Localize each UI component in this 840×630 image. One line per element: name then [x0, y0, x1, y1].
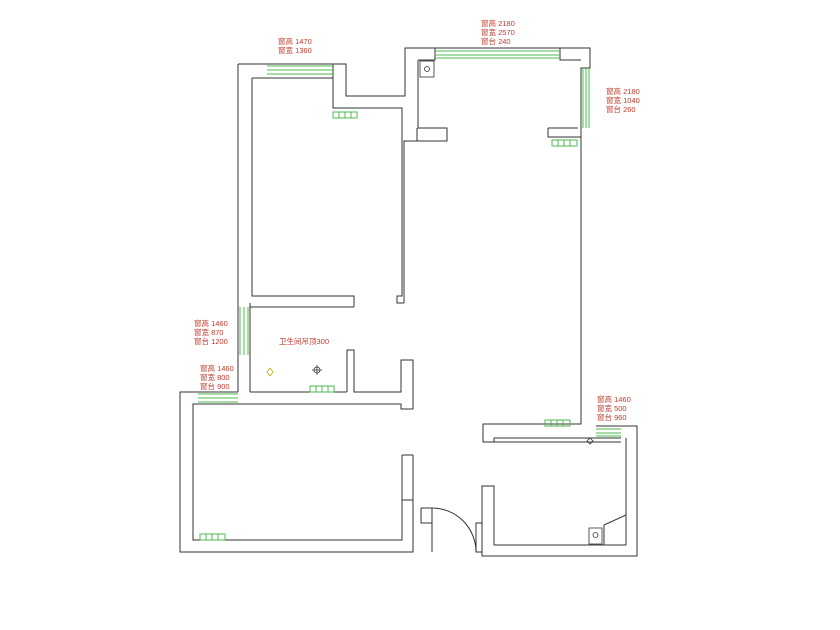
- annotation-line: 窗台 960: [597, 412, 627, 422]
- annotation-line: 窗台 240: [481, 36, 511, 46]
- annotation-line: 窗高 2180: [606, 86, 640, 96]
- annotation-line: 窗高 1460: [597, 394, 631, 404]
- window-mid-left: [239, 307, 249, 355]
- window-lower-right: [596, 428, 621, 437]
- lower-right-room-walls: [481, 425, 638, 557]
- annotation-mid-left-window: 窗高 1460 窗宽 870 窗台 1200: [194, 318, 228, 346]
- upper-left-room-walls: [237, 47, 621, 443]
- annotation-line: 窗高 1460: [200, 363, 234, 373]
- lamp-icon: [266, 367, 274, 377]
- annotation-line: 窗宽 800: [200, 372, 230, 382]
- windows: [198, 50, 621, 541]
- annotation-line: 窗高 1470: [278, 36, 312, 46]
- window-top-right: [435, 50, 560, 59]
- annotation-top-right-window: 窗高 2180 窗宽 2570 窗台 240: [481, 18, 515, 46]
- annotation-lower-left-window: 窗高 1460 窗宽 800 窗台 900: [200, 363, 234, 391]
- window-top-left: [267, 65, 333, 75]
- symbols: [266, 365, 594, 445]
- entrance-door: [420, 507, 483, 553]
- bathroom-walls: [238, 349, 414, 410]
- kitchen-marker-icon: [586, 437, 594, 445]
- annotation-line: 窗宽 870: [194, 327, 224, 337]
- annotation-lower-right-window: 窗高 1460 窗宽 500 窗台 960: [597, 394, 631, 422]
- annotation-line: 窗高 2180: [481, 18, 515, 28]
- annotation-line: 窗宽 1360: [278, 45, 312, 55]
- annotation-line: 窗台 260: [606, 104, 636, 114]
- lower-left-room-walls: [179, 391, 414, 553]
- annotation-line: 窗台 1200: [194, 336, 228, 346]
- window-lower-left: [198, 393, 238, 403]
- window-right: [582, 68, 590, 128]
- annotation-line: 窗宽 1040: [606, 95, 640, 105]
- annotation-line: 窗宽 2570: [481, 27, 515, 37]
- annotation-line: 窗高 1460: [194, 318, 228, 328]
- bathroom-ceiling-label: 卫生间吊顶300: [279, 336, 329, 346]
- annotation-line: 窗宽 500: [597, 403, 627, 413]
- annotation-line: 窗台 900: [200, 381, 230, 391]
- annotation-top-left-window: 窗高 1470 窗宽 1360: [278, 36, 312, 55]
- annotation-right-window: 窗高 2180 窗宽 1040 窗台 260: [606, 86, 640, 114]
